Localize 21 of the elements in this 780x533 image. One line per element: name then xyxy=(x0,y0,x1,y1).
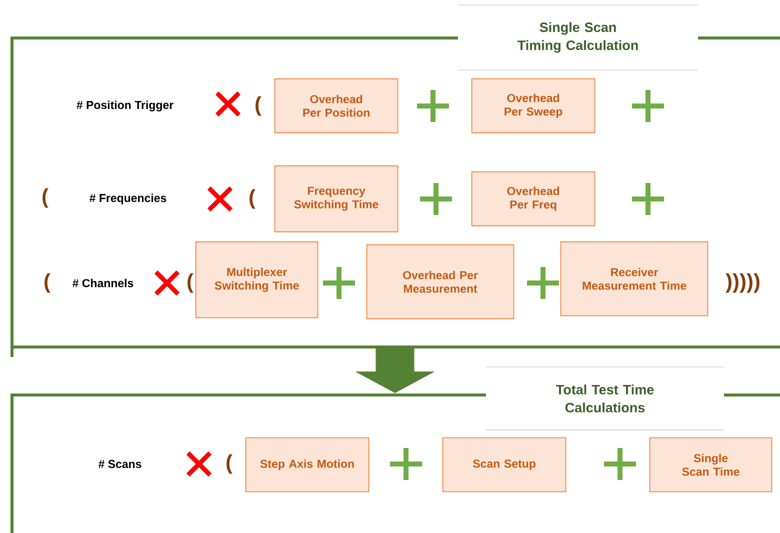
process-box: Overhead Per Sweep xyxy=(471,78,596,134)
process-box: Overhead Per Position xyxy=(274,78,398,134)
node-label: Total Test Time Calculations xyxy=(556,384,654,412)
row-label: # Scans xyxy=(98,460,142,468)
process-box: Overhead Per Freq xyxy=(471,171,596,226)
parenthesis: ( xyxy=(42,188,48,208)
row-label: # Frequencies xyxy=(90,194,166,204)
process-box: Receiver Measurement Time xyxy=(560,241,708,316)
process-box: Multiplexer Switching Time xyxy=(195,241,318,318)
process-box: Frequency Switching Time xyxy=(274,165,398,232)
process-box: Step Axis Motion xyxy=(245,437,370,492)
process-box: Overhead Per Measurement xyxy=(366,244,514,320)
parenthesis: ( xyxy=(250,189,256,209)
row-label: # Position Trigger xyxy=(76,100,174,112)
node-label: Single Scan Timing Calculation xyxy=(518,22,638,53)
parenthesis: ( xyxy=(44,273,50,293)
process-box: Scan Setup xyxy=(442,437,566,492)
parenthesis: ( xyxy=(256,96,262,116)
block-arrow xyxy=(356,346,434,394)
process-box: Single Scan Time xyxy=(649,437,772,492)
row-label: # Channels xyxy=(72,278,134,288)
